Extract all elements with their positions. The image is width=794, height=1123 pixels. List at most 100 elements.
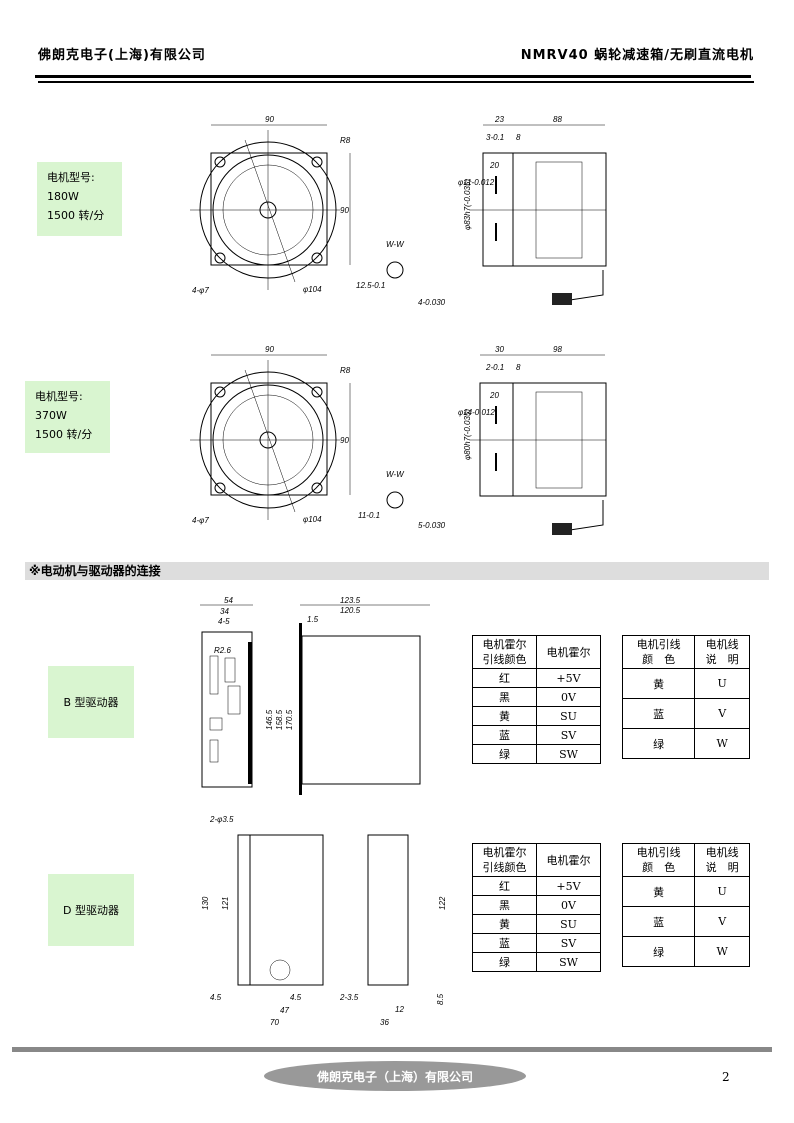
page-number: 2 bbox=[722, 1070, 730, 1084]
dim: 70 bbox=[270, 1018, 279, 1027]
motor-1-label: 电机型号: 180W 1500 转/分 bbox=[37, 162, 122, 236]
footer-rule bbox=[12, 1047, 772, 1052]
dim-section: W-W bbox=[386, 470, 405, 479]
dim-key-len: 20 bbox=[489, 161, 499, 170]
cell: 绿 bbox=[472, 952, 537, 972]
driver-b-label: B 型驱动器 bbox=[48, 666, 134, 738]
dim-key-depth: 11-0.1 bbox=[358, 511, 380, 520]
dim-width: 90 bbox=[265, 115, 274, 124]
dim: 120.5 bbox=[340, 606, 361, 615]
header-cell: 电机引线 颜 色 bbox=[621, 635, 696, 669]
dim-height: 90 bbox=[340, 206, 349, 215]
dim-section: W-W bbox=[386, 240, 405, 249]
cell: 蓝 bbox=[472, 725, 537, 745]
dim-shaft-length: 23 bbox=[494, 115, 504, 124]
motor-2-drawing: 90 R8 90 4-φ7 φ104 W-W 11-0.1 5-0.030 30… bbox=[190, 345, 607, 535]
motor-1-drawing: 90 R8 90 4-φ7 φ104 W-W 12.5-0.1 4-0.030 … bbox=[190, 115, 607, 307]
cell: U bbox=[694, 876, 750, 907]
dim: 123.5 bbox=[340, 596, 361, 605]
dim: 8.5 bbox=[436, 993, 445, 1005]
cell: 黑 bbox=[472, 895, 537, 915]
header-cell: 电机霍尔 bbox=[536, 843, 601, 877]
cell: 黄 bbox=[621, 668, 696, 699]
side-view: 23 88 3-0.1 8 20 φ11-0.012 φ83h7(-0.035) bbox=[458, 115, 607, 305]
motor-2-label: 电机型号: 370W 1500 转/分 bbox=[25, 381, 110, 453]
cell: W bbox=[694, 728, 750, 759]
cell: SU bbox=[536, 914, 601, 934]
cell: 蓝 bbox=[472, 933, 537, 953]
dim-holes: 4-φ7 bbox=[192, 516, 209, 525]
dim: 47 bbox=[280, 1006, 289, 1015]
cell: 蓝 bbox=[621, 906, 696, 937]
dim: 4-5 bbox=[218, 617, 230, 626]
dim-key-len: 20 bbox=[489, 391, 499, 400]
cell: 蓝 bbox=[621, 698, 696, 729]
dim: 34 bbox=[220, 607, 229, 616]
header-rule-2 bbox=[38, 81, 754, 83]
cell: SV bbox=[536, 933, 601, 953]
dim-width: 90 bbox=[265, 345, 274, 354]
driver-d-drawing: 2-φ3.5 130 121 4.5 4.5 47 70 2-3.5 12 36… bbox=[201, 815, 447, 1027]
dim-key-width: 4-0.030 bbox=[418, 298, 446, 307]
cell: SV bbox=[536, 725, 601, 745]
dim: 121 bbox=[221, 897, 230, 910]
header-cell: 电机线 说 明 bbox=[694, 635, 750, 669]
header-cell: 电机霍尔 引线颜色 bbox=[472, 635, 537, 669]
dim: 1.5 bbox=[307, 615, 319, 624]
dim-key-w: 8 bbox=[516, 133, 521, 142]
cell: 黄 bbox=[472, 914, 537, 934]
front-view: 90 R8 90 4-φ7 φ104 bbox=[190, 115, 351, 295]
cell: 绿 bbox=[621, 936, 696, 967]
dim: 158.5 bbox=[275, 709, 284, 730]
dim: 122 bbox=[438, 896, 447, 910]
dim-shaft-dia: φ14-0.012 bbox=[458, 408, 495, 417]
header-cell: 电机霍尔 引线颜色 bbox=[472, 843, 537, 877]
dim-pcd: φ104 bbox=[303, 285, 322, 294]
section-title: ※电动机与驱动器的连接 bbox=[25, 562, 769, 580]
cell: +5V bbox=[536, 668, 601, 688]
header-rule bbox=[35, 75, 751, 78]
cell: 红 bbox=[472, 668, 537, 688]
cell: SW bbox=[536, 744, 601, 764]
dim-height: 90 bbox=[340, 436, 349, 445]
cell: W bbox=[694, 936, 750, 967]
cell: SW bbox=[536, 952, 601, 972]
dim-key-w: 8 bbox=[516, 363, 521, 372]
cell: 黄 bbox=[621, 876, 696, 907]
dim: 146.5 bbox=[265, 709, 274, 730]
dim: 170.5 bbox=[285, 709, 294, 730]
cell: V bbox=[694, 906, 750, 937]
dim-body-length: 88 bbox=[553, 115, 562, 124]
dim: 4.5 bbox=[210, 993, 222, 1002]
header-company: 佛朗克电子(上海)有限公司 bbox=[38, 48, 206, 63]
cell: 绿 bbox=[472, 744, 537, 764]
driver-d-label: D 型驱动器 bbox=[48, 874, 134, 946]
dim: 4.5 bbox=[290, 993, 302, 1002]
dim: 54 bbox=[224, 596, 233, 605]
dim-key-tol: 3-0.1 bbox=[486, 133, 504, 142]
header-product: NMRV40 蜗轮减速箱/无刷直流电机 bbox=[520, 48, 754, 63]
cell: 0V bbox=[536, 895, 601, 915]
dim-pilot: φ83h7(-0.035) bbox=[463, 179, 472, 230]
cell: 黑 bbox=[472, 687, 537, 707]
footer-company-badge: 佛朗克电子（上海）有限公司 bbox=[264, 1061, 526, 1091]
motor-model-title: 电机型号: bbox=[47, 171, 95, 184]
dim-shaft-length: 30 bbox=[495, 345, 504, 354]
cell: 黄 bbox=[472, 706, 537, 726]
motor-speed: 1500 转/分 bbox=[47, 209, 105, 222]
dim-shaft-dia: φ11-0.012 bbox=[458, 178, 495, 187]
dim-holes: 4-φ7 bbox=[192, 286, 209, 295]
dim: 2-3.5 bbox=[339, 993, 359, 1002]
dim-key-tol: 2-0.1 bbox=[485, 363, 504, 372]
header-cell: 电机线 说 明 bbox=[694, 843, 750, 877]
dim-key-depth: 12.5-0.1 bbox=[356, 281, 385, 290]
dim-key-width: 5-0.030 bbox=[418, 521, 446, 530]
dim-body-length: 98 bbox=[553, 345, 562, 354]
section-view: W-W 12.5-0.1 4-0.030 bbox=[356, 240, 446, 307]
dim-radius: R8 bbox=[340, 136, 351, 145]
dim: R2.6 bbox=[214, 646, 231, 655]
